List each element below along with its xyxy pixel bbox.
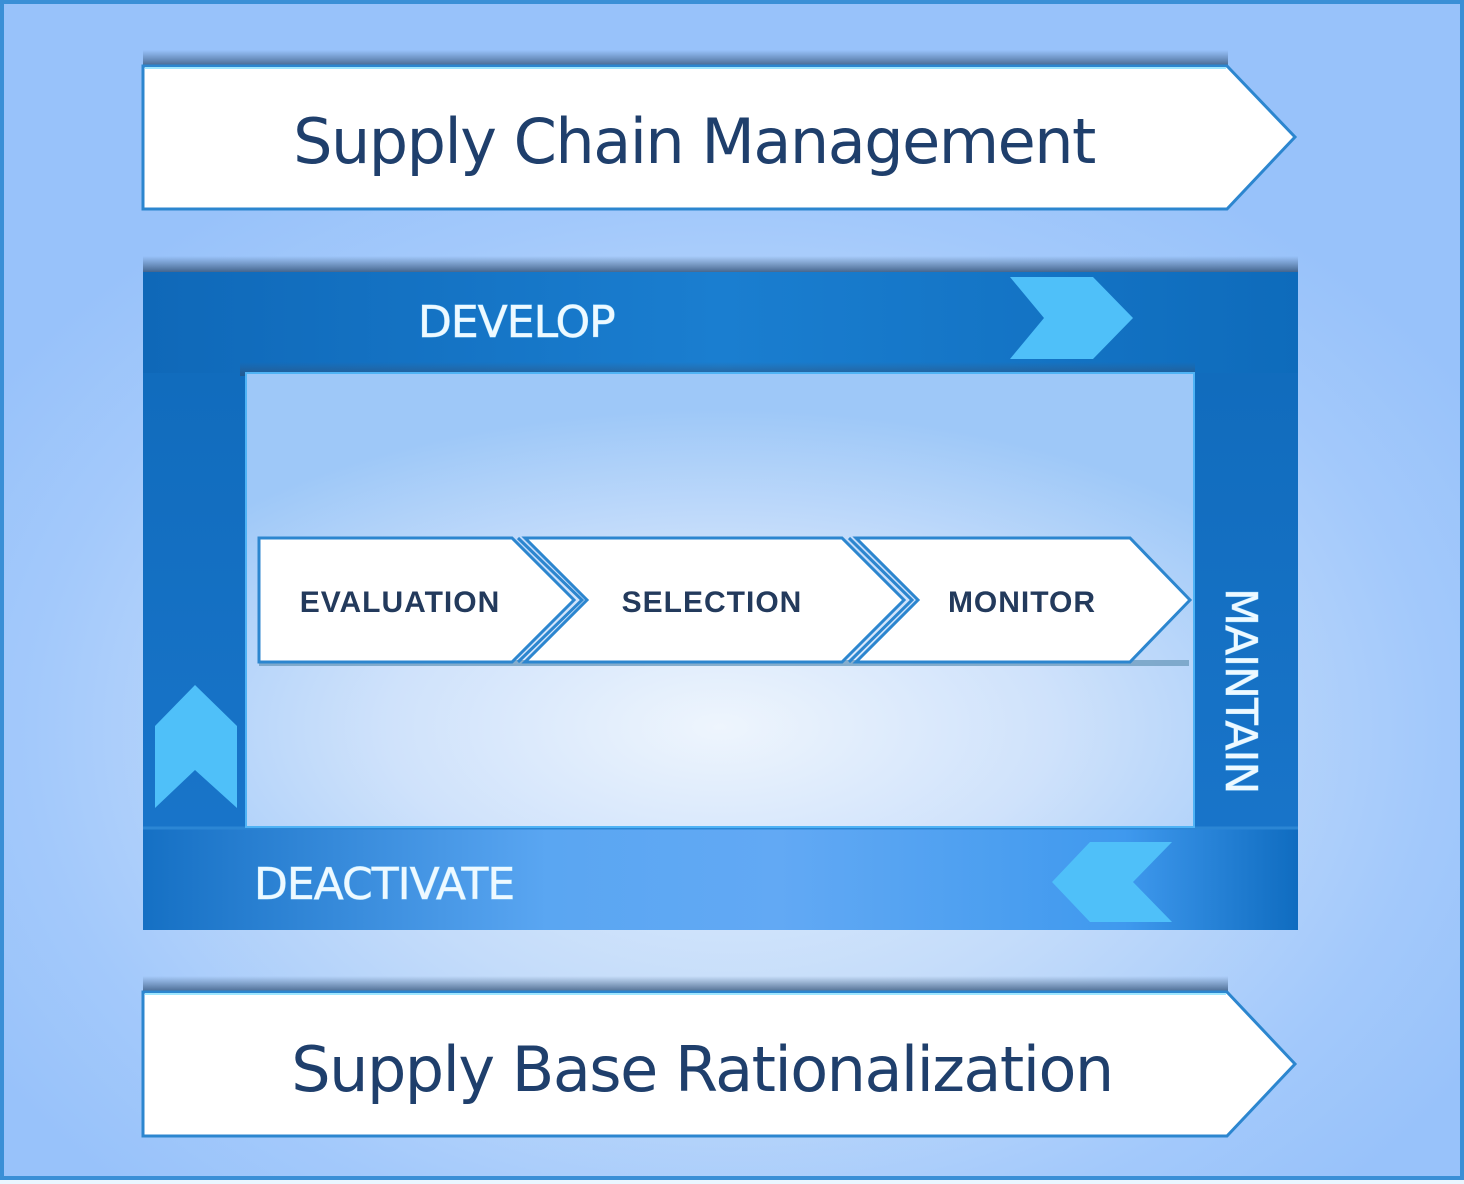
develop-arrow-right-icon xyxy=(1010,277,1133,359)
top-banner-arrow-shape xyxy=(141,64,1298,211)
step-monitor: MONITOR xyxy=(852,536,1193,664)
process-steps: EVALUATION SELECTION MONITOR xyxy=(257,536,1193,666)
step-selection: SELECTION xyxy=(521,536,915,664)
step-label-selection: SELECTION xyxy=(622,586,803,619)
top-banner: Supply Chain Management xyxy=(141,50,1298,211)
phase-label-develop: DEVELOP xyxy=(418,297,615,348)
step-label-monitor: MONITOR xyxy=(948,586,1096,619)
step-label-evaluation: EVALUATION xyxy=(300,586,501,619)
phase-label-deactivate: DEACTIVATE xyxy=(254,859,514,910)
step-selection-double-edge xyxy=(847,536,915,664)
bottom-banner-shadow xyxy=(143,976,1228,994)
step-evaluation-double-edge xyxy=(516,536,585,664)
top-banner-label: Supply Chain Management xyxy=(293,105,1095,178)
cycle-arrow-up-icon xyxy=(155,685,237,808)
step-monitor-shape xyxy=(852,536,1193,664)
bottom-banner-label: Supply Base Rationalization xyxy=(291,1033,1112,1106)
bottom-banner-arrow-shape xyxy=(141,990,1298,1138)
phase-label-maintain: MAINTAIN xyxy=(1215,588,1266,793)
bottom-banner: Supply Base Rationalization xyxy=(141,976,1298,1138)
step-evaluation: EVALUATION xyxy=(257,536,585,664)
top-banner-shadow xyxy=(143,50,1228,68)
deactivate-arrow-left-icon xyxy=(1052,842,1172,922)
step-evaluation-shape xyxy=(257,536,577,664)
frame-shadow xyxy=(143,256,1298,274)
step-selection-shape xyxy=(521,536,907,664)
